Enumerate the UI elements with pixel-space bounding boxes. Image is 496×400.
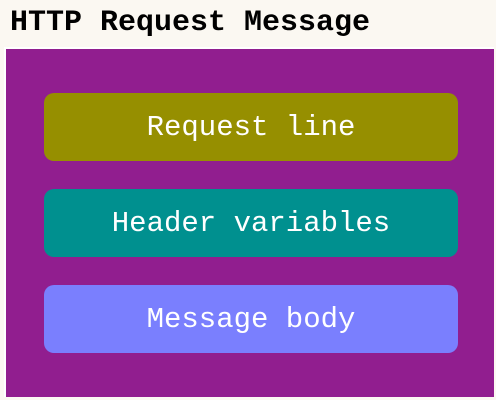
- header-variables-block: Header variables: [44, 189, 458, 257]
- message-body-block: Message body: [44, 285, 458, 353]
- request-line-block: Request line: [44, 93, 458, 161]
- message-body-label: Message body: [146, 302, 356, 336]
- request-line-label: Request line: [146, 110, 356, 144]
- http-request-message-container: Request line Header variables Message bo…: [4, 47, 494, 397]
- diagram-title: HTTP Request Message: [10, 6, 371, 40]
- header-variables-label: Header variables: [111, 206, 391, 240]
